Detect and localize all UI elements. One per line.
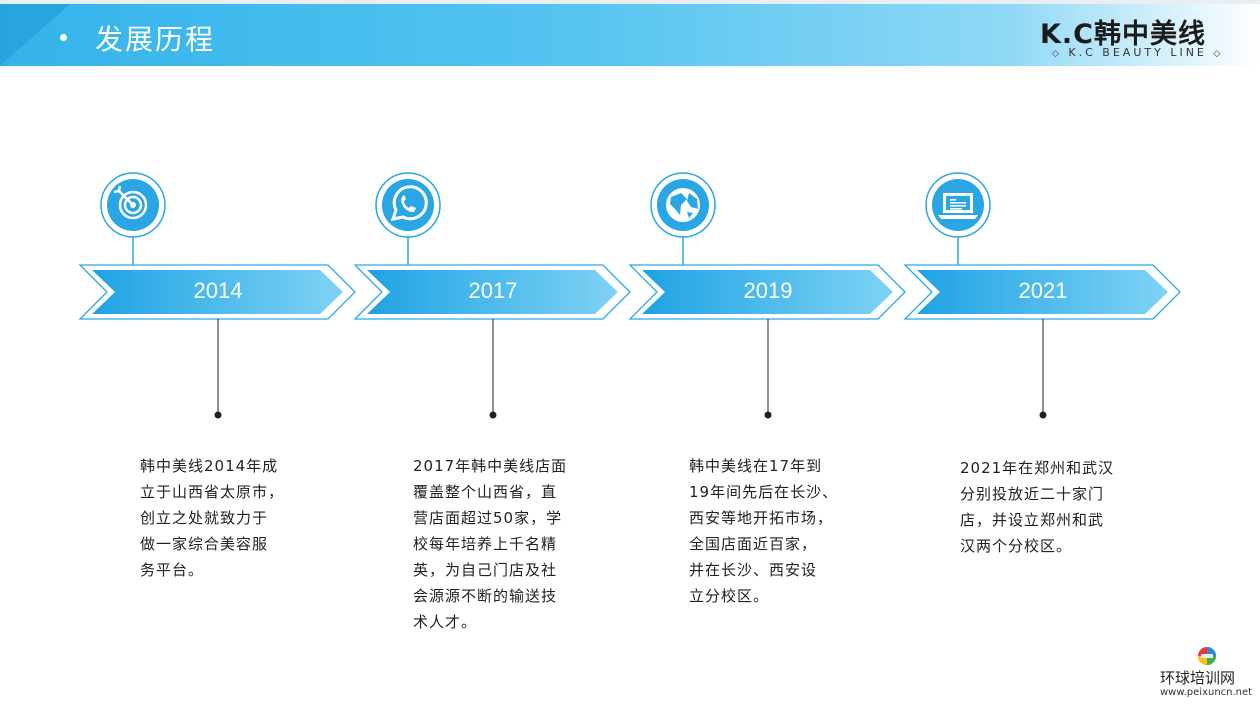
logo-main-text: K.C韩中美线 xyxy=(1040,19,1206,50)
description-line: 全国店面近百家， xyxy=(689,535,818,553)
description-line: 并在长沙、西安设 xyxy=(689,561,818,579)
year-label-2021: 2021 xyxy=(1018,278,1068,303)
globe-icon xyxy=(666,188,700,222)
description-line: 分别投放近二十家门 xyxy=(960,485,1105,503)
title-bullet xyxy=(60,34,67,41)
milestone-description-2014: 韩中美线2014年成立于山西省太原市， 创立之处就致力于做一家综合美容服务平台。 xyxy=(140,453,284,583)
logo-sub-label: K.C BEAUTY LINE xyxy=(1068,46,1207,59)
milestone-2014 xyxy=(78,172,356,419)
description-line: 19年间先后在长沙、 xyxy=(689,483,839,501)
description-line: 营店面超过50家，学 xyxy=(413,509,563,527)
description-line: 立分校区。 xyxy=(689,587,770,605)
description-line: 韩中美线2014年成 xyxy=(140,457,279,475)
description-line: 务平台。 xyxy=(140,561,205,579)
year-label-2014: 2014 xyxy=(193,278,243,303)
description-line: 2021年在郑州和武汉 xyxy=(960,459,1115,477)
brand-logo: K.C韩中美线 ◇ K.C BEAUTY LINE ◇ xyxy=(1040,12,1240,64)
milestone-2019 xyxy=(628,172,906,419)
laptop-icon xyxy=(938,193,978,219)
footer-url: www.peixuncn.net xyxy=(1160,687,1253,698)
logo-sub-text: ◇ K.C BEAUTY LINE ◇ xyxy=(1052,46,1224,59)
description-line: 会源源不断的输送技 xyxy=(413,587,558,605)
milestone-2017 xyxy=(353,172,631,419)
milestone-2021 xyxy=(903,172,1181,419)
phone-bubble-icon xyxy=(390,185,428,221)
description-line: 覆盖整个山西省，直 xyxy=(413,483,558,501)
footer-brand: 环球培训网 xyxy=(1160,669,1236,687)
description-line: 西安等地开拓市场， xyxy=(689,509,834,527)
page-title: 发展历程 xyxy=(95,23,216,56)
top-border xyxy=(0,0,1260,4)
year-label-2019: 2019 xyxy=(743,278,793,303)
description-line: 店，并设立郑州和武 xyxy=(960,511,1105,529)
description-line: 汉两个分校区。 xyxy=(960,537,1073,555)
footer-globe-icon xyxy=(1198,647,1216,665)
description-line: 校每年培养上千名精 xyxy=(413,535,558,553)
description-line: 英，为自己门店及社 xyxy=(413,561,558,579)
description-line: 做一家综合美容服 xyxy=(140,535,269,553)
header-accent-shape xyxy=(0,4,70,66)
description-line: 立于山西省太原市， xyxy=(140,483,285,501)
milestone-description-2019: 韩中美线在17年到 19年间先后在长沙、西安等地开拓市场， 全国店面近百家， 并在长沙… xyxy=(689,453,838,609)
description-line: 韩中美线在17年到 xyxy=(689,457,823,475)
description-line: 创立之处就致力于 xyxy=(140,509,269,527)
description-line: 术人才。 xyxy=(413,613,478,631)
target-icon xyxy=(113,185,148,220)
milestone-description-2017: 2017年韩中美线店面覆盖整个山西省，直营店面超过50家，学校每年培养上千名精英… xyxy=(413,453,567,635)
milestone-description-2021: 2021年在郑州和武汉分别投放近二十家门店，并设立郑州和武汉两个分校区。 xyxy=(960,455,1114,559)
description-line: 2017年韩中美线店面 xyxy=(413,457,568,475)
year-label-2017: 2017 xyxy=(468,278,518,303)
header-bar: 发展历程 K.C韩中美线 ◇ K.C BEAUTY LINE ◇ xyxy=(0,4,1260,66)
